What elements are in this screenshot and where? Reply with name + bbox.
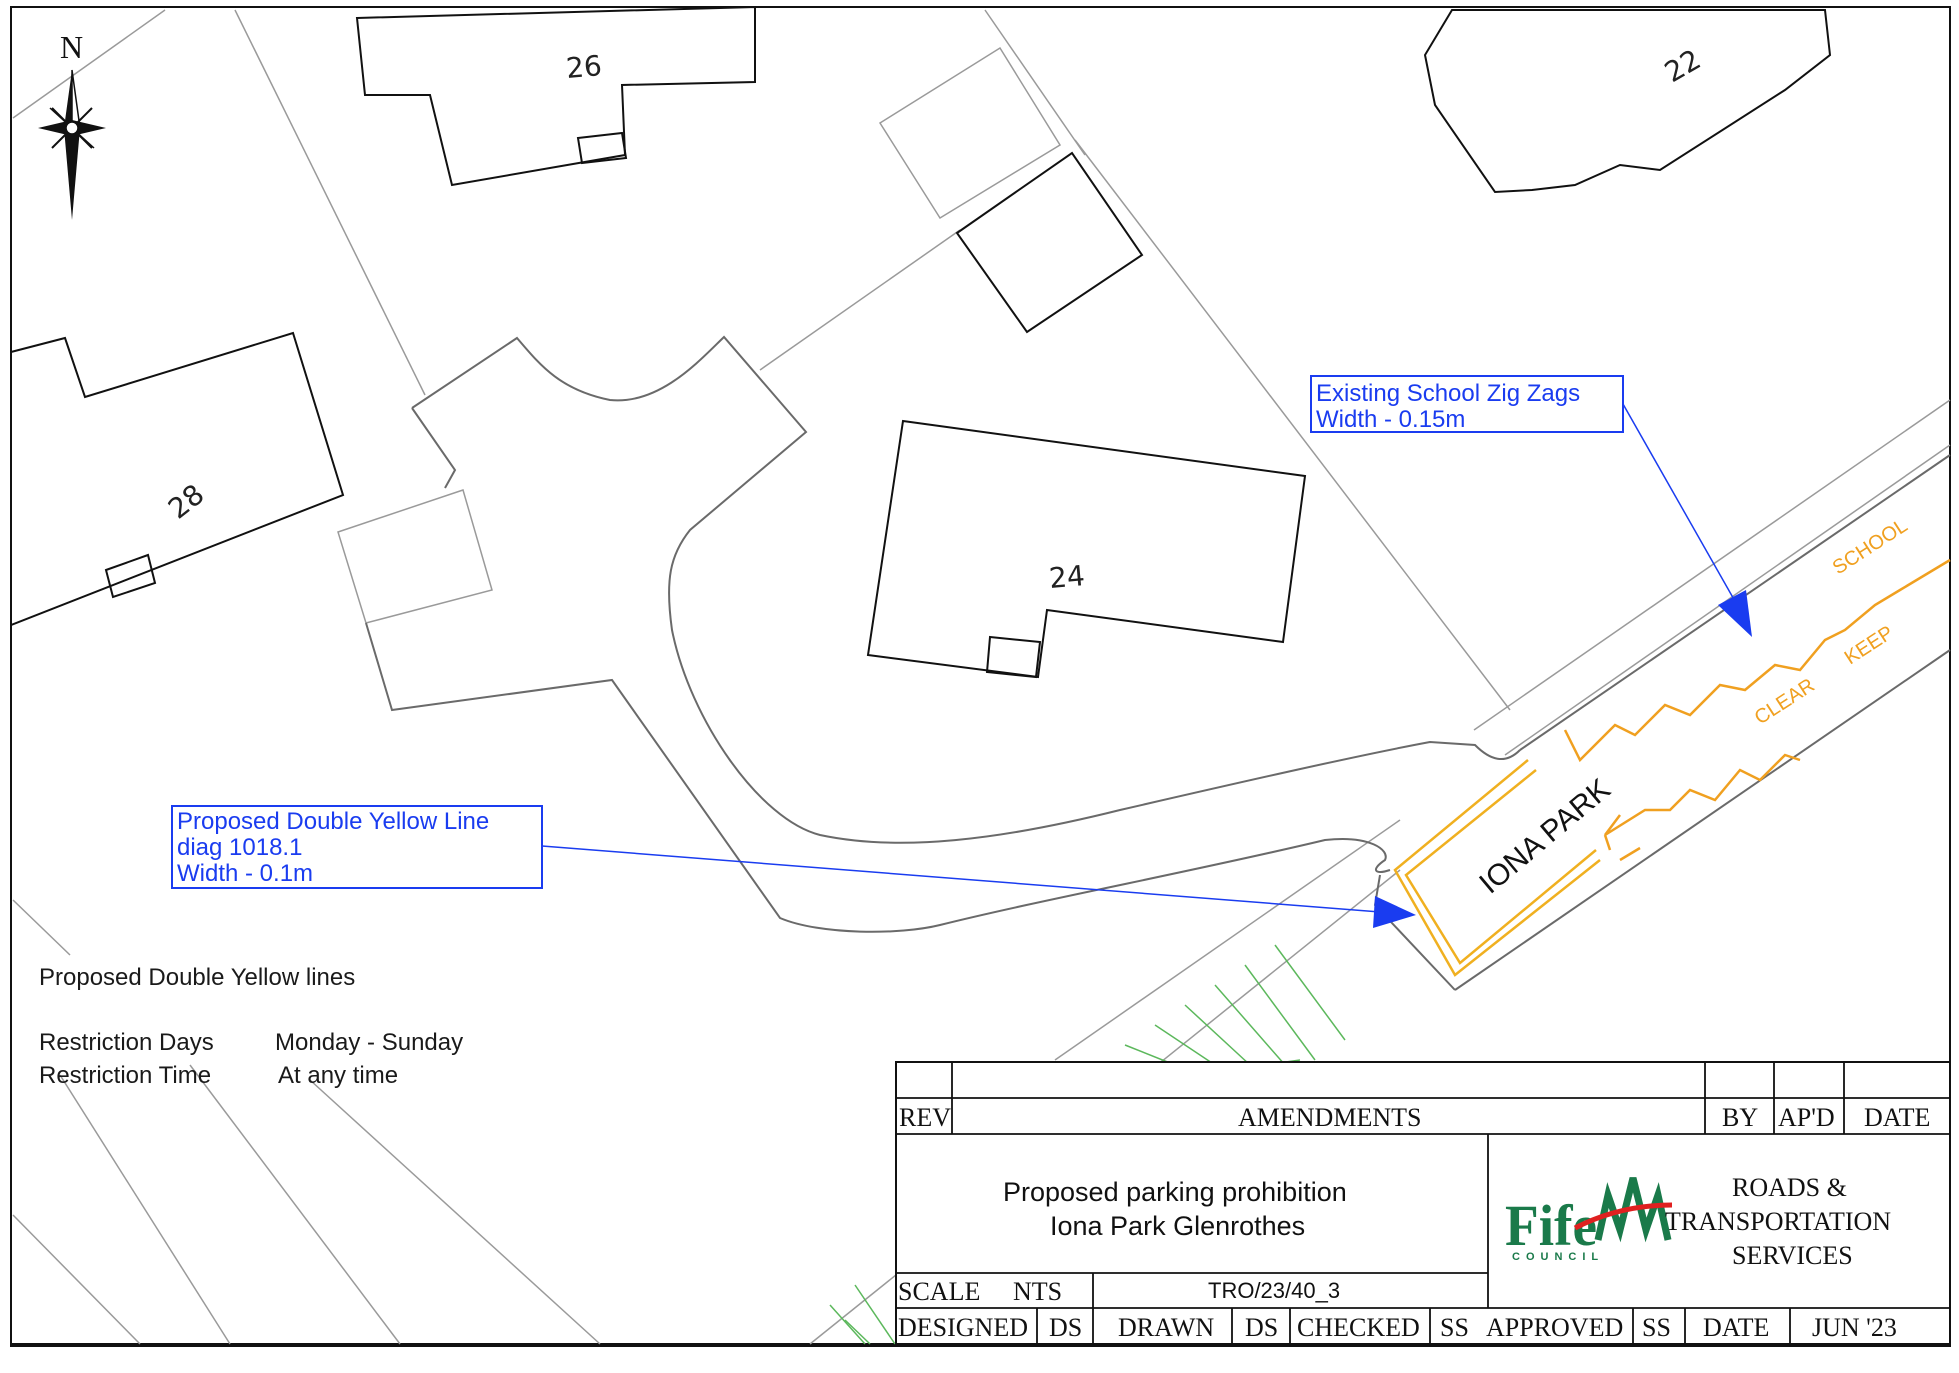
callout-yellow-line2: diag 1018.1	[177, 834, 302, 861]
tb-scale-value: NTS	[1013, 1277, 1062, 1306]
buildings	[10, 5, 1832, 679]
tb-drawing-no: TRO/23/40_3	[1208, 1278, 1340, 1303]
tb-title-line2: Iona Park Glenrothes	[1050, 1211, 1305, 1241]
tb-dept-line3: SERVICES	[1732, 1241, 1853, 1270]
tb-by: BY	[1722, 1103, 1758, 1132]
building-22	[1423, 9, 1832, 194]
building-26	[355, 5, 756, 187]
notes-days-label: Restriction Days	[39, 1029, 214, 1056]
tb-approved-value: SS	[1642, 1313, 1671, 1342]
zig-label-keep: KEEP	[1841, 622, 1898, 670]
logo-sub: COUNCIL	[1512, 1251, 1604, 1263]
notes-heading: Proposed Double Yellow lines	[39, 964, 355, 991]
callout-yellow-line1: Proposed Double Yellow Line	[177, 808, 489, 835]
road-edge-bottom	[1454, 649, 1951, 991]
tb-dept-line2: TRANSPORTATION	[1665, 1207, 1891, 1236]
restriction-notes: Proposed Double Yellow lines Restriction…	[39, 964, 463, 1089]
notes-days-value: Monday - Sunday	[275, 1029, 463, 1056]
road-name-label: IONA PARK	[1473, 773, 1616, 901]
double-yellow-lines	[1393, 759, 1601, 977]
north-arrow-icon: N	[38, 29, 106, 220]
driveway-left-edge	[411, 407, 457, 489]
callout-zigzag: Existing School Zig Zags Width - 0.15m	[1310, 375, 1752, 637]
tb-date-value: JUN '23	[1812, 1313, 1897, 1342]
title-block: REV AMENDMENTS BY AP'D DATE Proposed par…	[895, 1061, 1951, 1345]
building-24	[866, 419, 1307, 679]
tb-scale-label: SCALE	[898, 1277, 980, 1306]
building-26-porch	[576, 131, 628, 165]
notes-time-label: Restriction Time	[39, 1062, 211, 1089]
tb-date-label: DATE	[1703, 1313, 1769, 1342]
callout-yellow-line3: Width - 0.1m	[177, 860, 313, 887]
tb-checked-label: CHECKED	[1297, 1313, 1420, 1342]
house-number-28: 28	[162, 478, 210, 526]
road-kerb-left	[1373, 874, 1456, 991]
building-24-porch	[985, 635, 1042, 679]
drawing-frame	[10, 6, 1951, 1347]
zig-label-school: SCHOOL	[1829, 515, 1912, 579]
tb-designed-label: DESIGNED	[898, 1313, 1028, 1342]
house-numbers: 26 22 28 24	[162, 43, 1706, 595]
house-number-26: 26	[565, 49, 603, 85]
tb-drawn-value: DS	[1245, 1313, 1278, 1342]
tb-date-col: DATE	[1864, 1103, 1930, 1132]
house-number-24: 24	[1048, 559, 1086, 595]
building-28	[10, 331, 345, 627]
tb-amendments: AMENDMENTS	[1238, 1103, 1421, 1132]
road-marking-labels: SCHOOL KEEP CLEAR IONA PARK	[1473, 515, 1911, 901]
tb-rev: REV	[899, 1103, 951, 1132]
tb-drawn-label: DRAWN	[1118, 1313, 1214, 1342]
tb-title-line1: Proposed parking prohibition	[1003, 1177, 1347, 1207]
fife-council-logo-icon: Fife COUNCIL	[1505, 1177, 1673, 1263]
garage	[955, 151, 1144, 334]
callout-zigzag-line1: Existing School Zig Zags	[1316, 380, 1580, 407]
callout-zigzag-line2: Width - 0.15m	[1316, 406, 1465, 433]
callout-yellow: Proposed Double Yellow Line diag 1018.1 …	[171, 805, 1416, 928]
house-number-22: 22	[1659, 43, 1706, 89]
tb-designed-value: DS	[1049, 1313, 1082, 1342]
tb-checked-value: SS	[1440, 1313, 1469, 1342]
notes-time-value: At any time	[278, 1062, 398, 1089]
zig-label-clear: CLEAR	[1751, 674, 1819, 729]
school-zigzags	[1563, 558, 1951, 862]
tb-apd: AP'D	[1778, 1103, 1835, 1132]
tb-dept-line1: ROADS &	[1732, 1173, 1847, 1202]
building-28-porch	[104, 553, 157, 599]
north-label: N	[60, 29, 83, 65]
driveway-outline	[365, 335, 1521, 933]
tb-approved-label: APPROVED	[1486, 1313, 1623, 1342]
